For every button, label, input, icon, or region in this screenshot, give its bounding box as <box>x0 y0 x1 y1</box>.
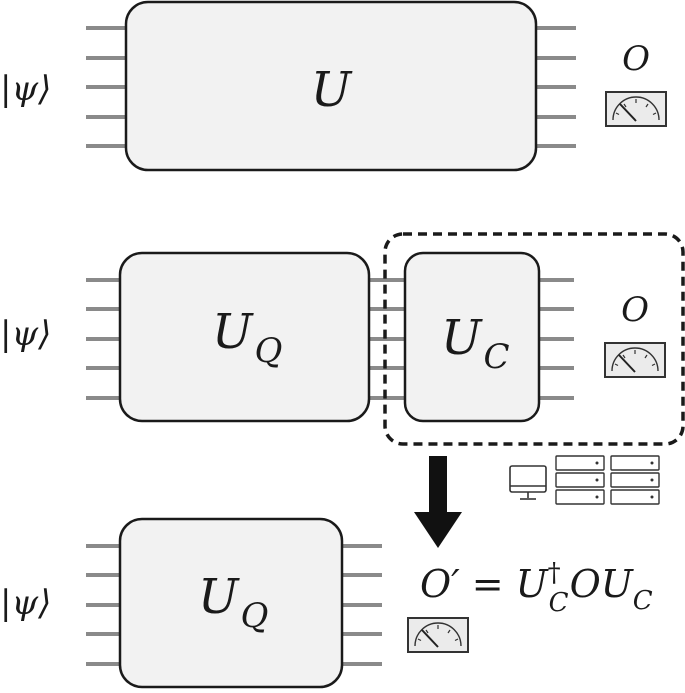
equals-sign: = <box>472 562 504 606</box>
quantum-gate-sub: Q <box>240 596 268 636</box>
input-state-label: |ψ⟩ <box>0 69 51 109</box>
output-wires <box>537 278 574 400</box>
output-wires <box>534 26 576 148</box>
server-rack-icon <box>555 455 605 505</box>
o-middle: O <box>570 562 601 606</box>
input-state-label: |ψ⟩ <box>0 583 51 623</box>
u-c-sub: C <box>633 586 653 616</box>
server-rack-icon <box>610 455 660 505</box>
dagger-sup: † <box>548 558 561 588</box>
quantum-gate-label: UQ <box>212 304 282 371</box>
down-arrow-icon <box>414 456 462 548</box>
quantum-gate-base: U <box>198 569 240 625</box>
u-dagger-base: U <box>516 562 550 606</box>
unitary-gate-label: U <box>311 62 353 118</box>
output-wires <box>340 544 382 666</box>
quantum-gate-sub: Q <box>254 331 282 371</box>
panel-1: |ψ⟩ U O <box>0 0 667 172</box>
classical-region-dashed-box <box>383 232 685 446</box>
classical-gate-box <box>403 251 541 423</box>
meter-icon <box>407 617 469 653</box>
quantum-gate-box <box>118 251 371 423</box>
meter-icon <box>605 91 667 127</box>
meter-icon <box>604 342 666 378</box>
panel-3: |ψ⟩ UQ O′=U†COUC <box>0 517 653 689</box>
connecting-wires <box>367 278 407 400</box>
input-state-label: |ψ⟩ <box>0 314 51 354</box>
panel-2: |ψ⟩ UQ UC O <box>0 232 685 446</box>
input-wires <box>86 544 122 666</box>
unitary-gate-box <box>124 0 538 172</box>
observable-label: O <box>622 39 650 79</box>
quantum-gate-base: U <box>212 304 254 360</box>
input-wires <box>86 278 122 400</box>
observable-prime: O′ <box>420 562 460 606</box>
classical-gate-sub: C <box>483 337 509 377</box>
transformed-observable-equation: O′=U†COUC <box>420 558 653 618</box>
observable-label: O <box>621 290 649 330</box>
classical-gate-base: U <box>441 310 483 366</box>
quantum-gate-label: UQ <box>198 569 268 636</box>
classical-gate-label: UC <box>441 310 509 377</box>
quantum-gate-box <box>118 517 344 689</box>
computer-icon <box>509 465 547 500</box>
u-dagger-sub: C <box>549 588 569 618</box>
u-c-base: U <box>601 562 635 606</box>
input-wires <box>86 26 128 148</box>
